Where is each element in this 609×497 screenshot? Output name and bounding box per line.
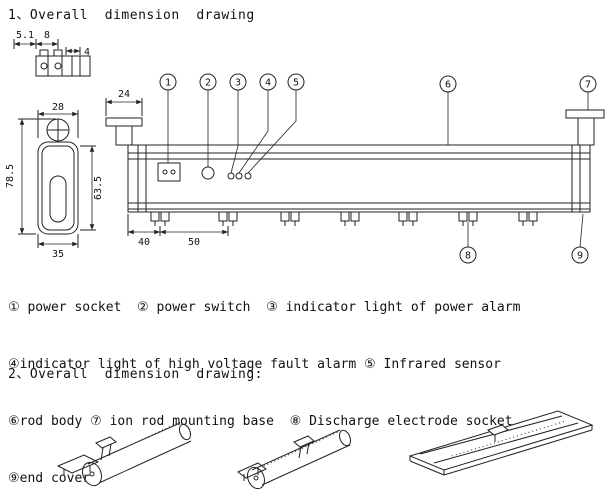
section-1-title: 1、Overall dimension drawing — [8, 8, 255, 23]
dim-bottom-width: 35 — [52, 249, 64, 260]
callout-3 — [229, 73, 247, 91]
dim-tab-gap: 8 — [44, 30, 50, 41]
callout-9-num: 9 — [577, 251, 583, 262]
legend-line-3: ⑥rod body ⑦ ion rod mounting base ⑧ Disc… — [8, 414, 513, 429]
overall-dimension-drawing: 5.1 8 4 28 — [5, 30, 605, 264]
legend-line-1: ① power socket ② power switch ③ indicato… — [8, 300, 521, 315]
dim-body-height: 63.5 — [93, 176, 104, 200]
front-view: 24 — [105, 89, 605, 248]
power-switch — [201, 166, 215, 180]
infrared-sensor — [244, 172, 252, 180]
power-socket — [157, 162, 181, 182]
dim-socket-offset: 40 — [138, 237, 150, 248]
dim-tab-width: 5.1 — [16, 30, 34, 41]
legend-line-2: ④indicator light of high voltage fault a… — [8, 357, 501, 372]
dim-total-height: 78.5 — [5, 164, 16, 188]
callouts: 1 2 3 4 5 6 7 8 9 — [159, 73, 597, 264]
callout-6-num: 6 — [445, 80, 451, 91]
isometric-view-2 — [237, 429, 352, 490]
dim-socket-pitch: 50 — [188, 237, 200, 248]
callout-5-num: 5 — [293, 78, 299, 89]
dim-bracket-width: 24 — [118, 89, 130, 100]
legend: ① power socket ② power switch ③ indicato… — [8, 260, 520, 497]
end-view: 28 35 78.5 — [5, 102, 104, 260]
callout-9 — [571, 246, 589, 264]
callout-8-num: 8 — [465, 251, 471, 262]
callout-4-num: 4 — [265, 78, 271, 89]
isometric-drawings — [56, 410, 594, 490]
callout-1-num: 1 — [165, 78, 171, 89]
callout-2 — [199, 73, 217, 91]
discharge-electrode-sockets — [150, 211, 538, 226]
isometric-view-3 — [408, 410, 594, 476]
callout-2-num: 2 — [205, 78, 211, 89]
power-alarm-indicator — [227, 172, 235, 180]
section-2-title: 2、Overall dimension drawing: — [8, 367, 263, 382]
dim-tab-offset: 4 — [84, 47, 90, 58]
callout-4 — [259, 73, 277, 91]
isometric-view-1 — [56, 421, 192, 487]
clamp-detail-view: 5.1 8 4 — [13, 30, 91, 77]
callout-6 — [439, 75, 457, 93]
legend-line-4: ⑨end cover — [8, 471, 91, 486]
callout-8 — [459, 246, 477, 264]
dim-top-width: 28 — [52, 102, 64, 113]
callout-3-num: 3 — [235, 78, 241, 89]
hv-fault-indicator — [235, 172, 243, 180]
callout-7 — [579, 75, 597, 93]
callout-7-num: 7 — [585, 80, 591, 91]
callout-5 — [287, 73, 305, 91]
callout-1 — [159, 73, 177, 91]
